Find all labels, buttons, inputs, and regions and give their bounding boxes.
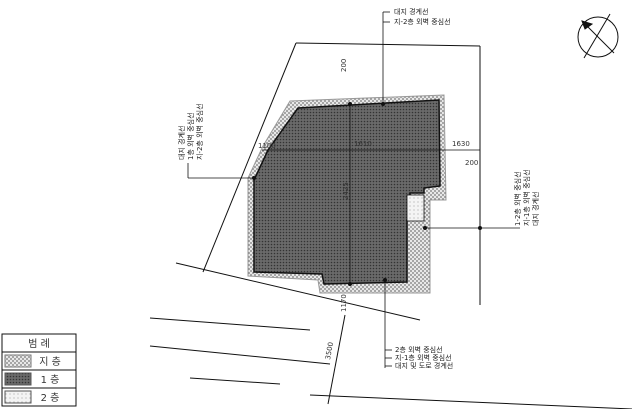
note-left-1: 대지 경계선 [177, 126, 186, 160]
dim-bottom: 1170 [340, 294, 348, 312]
legend-swatch-basement [4, 354, 32, 368]
dim-right2: 200 [465, 159, 478, 167]
leader-lines [187, 11, 520, 368]
site-boundary-lines [149, 42, 632, 409]
dim-top: 200 [340, 59, 348, 72]
road-line-4 [309, 394, 632, 409]
boundary-left [202, 42, 297, 273]
note-right-1: 1-2층 외벽 중심선 [513, 171, 522, 226]
note-bottom-3: 대지 및 도로 경계선 [395, 361, 453, 370]
dim-center-v: 2425 [342, 182, 350, 200]
legend-label-second: 2 층 [41, 392, 60, 404]
road-line-5 [189, 377, 281, 385]
dim-center-h: 1610 [354, 140, 372, 148]
building-footprint [247, 94, 447, 294]
legend-title: 범 례 [28, 338, 50, 350]
boundary-top [295, 42, 481, 47]
dim-diag: 3500 [324, 341, 335, 360]
note-right-3: 대지 경계선 [531, 192, 540, 226]
diag-dim-line [327, 314, 346, 405]
note-left-3: 지-2층 외벽 중심선 [195, 103, 204, 160]
second-floor-area [406, 194, 425, 222]
legend-swatch-second [4, 390, 32, 404]
legend-swatch-first [4, 372, 32, 386]
road-line-1 [175, 262, 421, 321]
leader-dots [252, 102, 482, 286]
note-bottom-2: 지-1층 외벽 중심선 [395, 353, 452, 362]
road-line-2 [149, 317, 311, 331]
note-right-2: 지-1층 외벽 중심선 [522, 169, 531, 226]
legend-label-basement: 지 층 [39, 356, 61, 368]
legend-label-first: 1 층 [41, 374, 60, 386]
note-left-2: 1층 외벽 중심선 [186, 112, 195, 160]
north-arrow-icon [577, 13, 619, 59]
road-line-3 [149, 345, 331, 365]
note-top-1: 대지 경계선 [394, 7, 428, 16]
dim-left: 1100 [258, 142, 276, 150]
dim-right: 1630 [452, 140, 470, 148]
legend: 범 례 지 층 1 층 2 층 [1, 333, 77, 407]
note-top-2: 지-2층 외벽 중심선 [394, 17, 451, 26]
note-bottom-1: 2층 외벽 중심선 [395, 345, 443, 354]
